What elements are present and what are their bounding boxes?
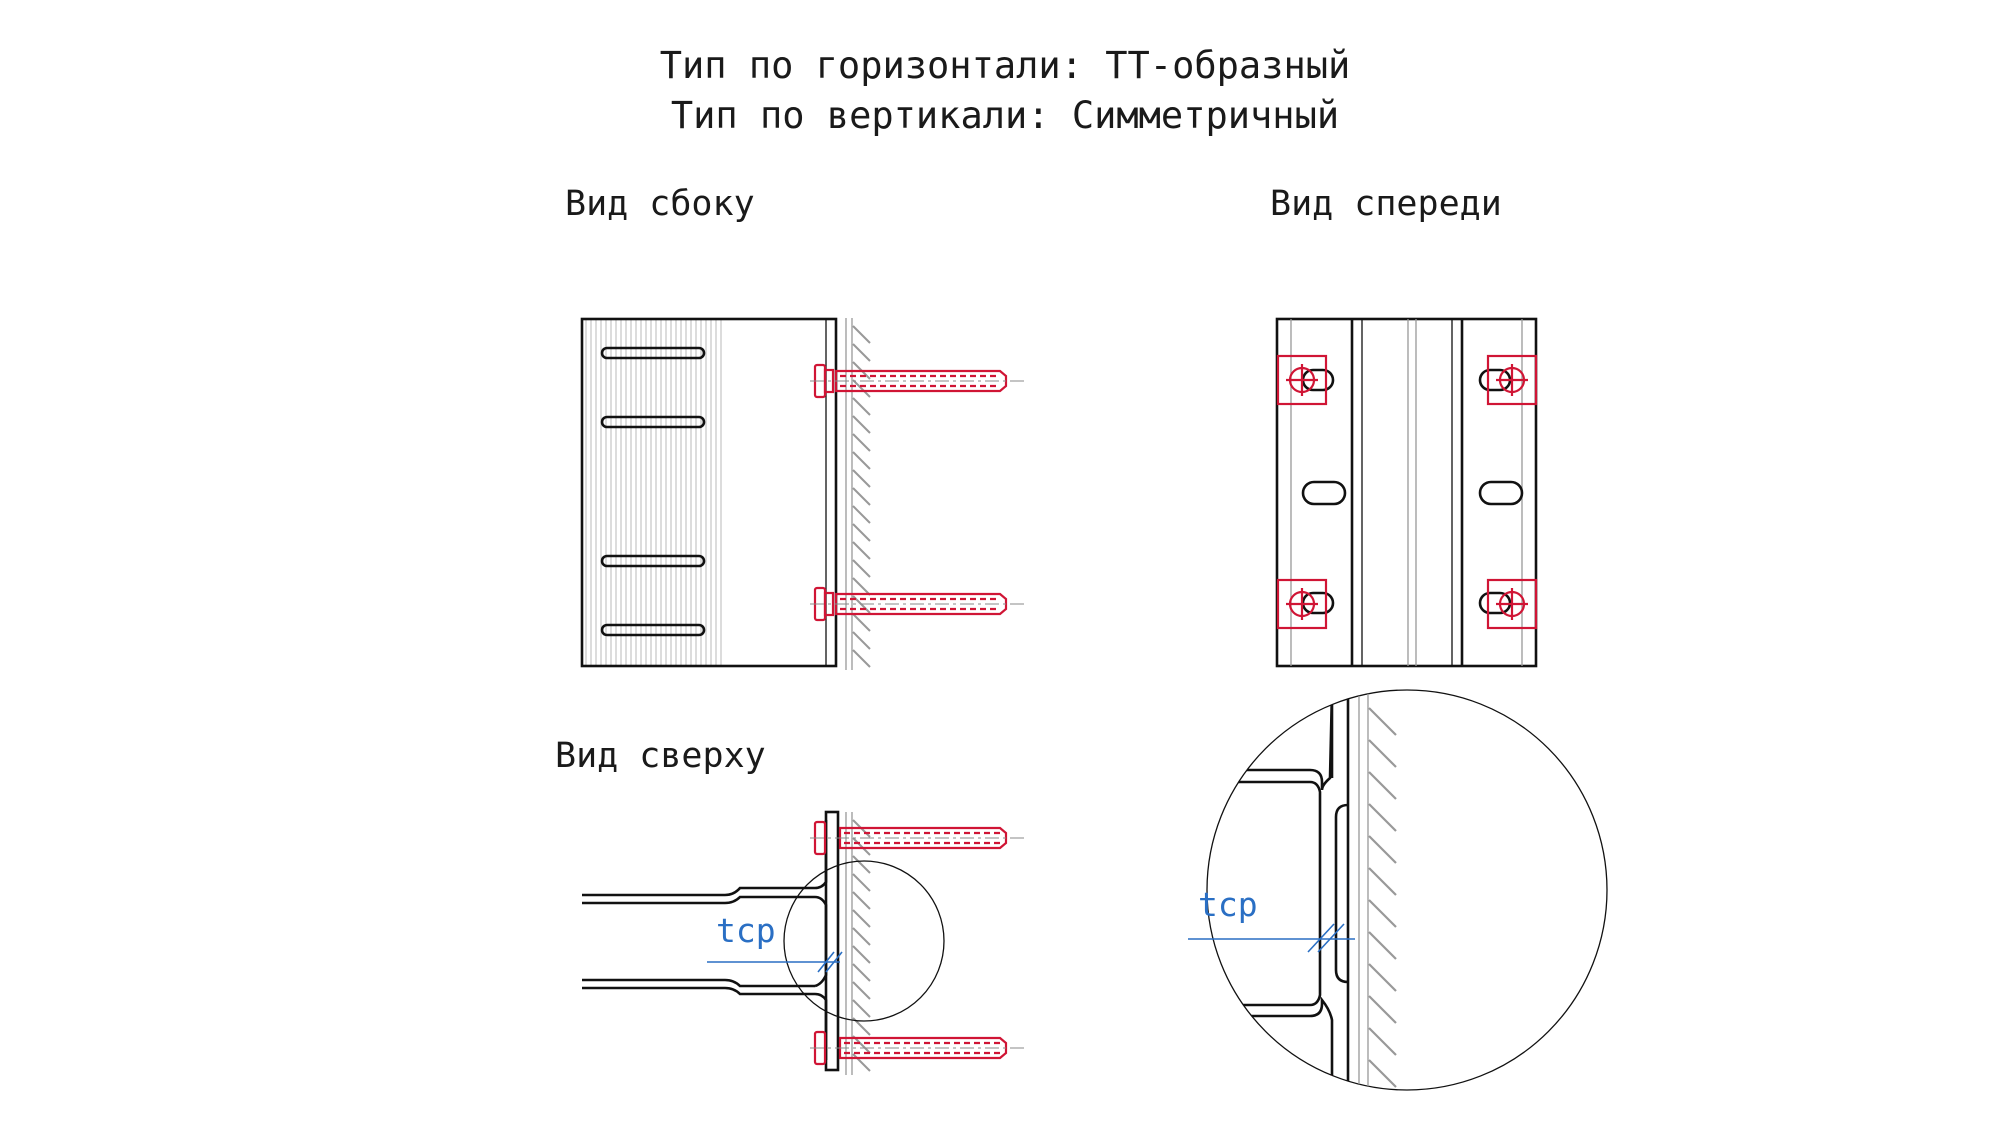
side-view [580,317,1026,670]
vertical-type-label: Тип по вертикали: Симметричный [671,94,1339,137]
detail-circle [1206,689,1608,1091]
side-slots [600,346,706,637]
top-view: tср [582,810,1026,1075]
detail-callout-circle [783,860,945,1022]
side-wall [845,318,871,670]
bracket-body [580,317,838,668]
front-view-title: Вид спереди [1270,184,1502,224]
top-view-title: Вид сверху [555,736,766,776]
detail-view: tср [1188,689,1608,1091]
thickness-dim-label-detail: tср [1198,885,1258,924]
front-anchor-top-right [1486,354,1538,406]
front-anchor-bottom-left [1276,578,1328,630]
side-anchor-top [810,363,1026,399]
top-anchor-lower [810,1030,1026,1066]
front-anchor-top-left [1276,354,1328,406]
side-view-title: Вид сбоку [565,184,755,224]
perforated-zone [582,320,722,665]
side-anchor-bottom [810,586,1026,622]
top-anchor-upper [810,820,1026,856]
front-anchor-bottom-right [1486,578,1538,630]
front-view [1275,317,1538,668]
thickness-dim-label-top: tср [716,911,776,950]
front-outline [1275,317,1538,668]
horizontal-type-label: Тип по горизонтали: ТТ-образный [660,44,1351,87]
